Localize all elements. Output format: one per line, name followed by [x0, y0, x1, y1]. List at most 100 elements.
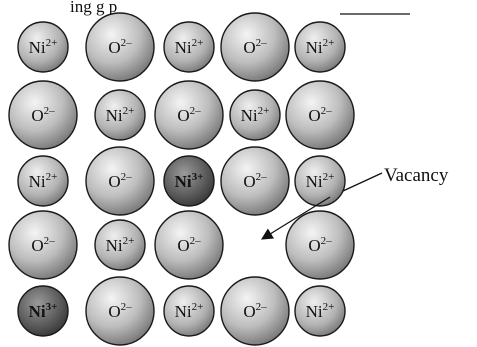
oxide-ion-r3c0: O2–: [8, 210, 78, 280]
ion-symbol: Ni: [29, 172, 46, 191]
ion-charge: 2–: [44, 105, 56, 117]
ion-sphere: [163, 285, 215, 337]
nickel-ion-r4c2: Ni2+: [163, 285, 215, 337]
nickel-ion-r1c1: Ni2+: [94, 89, 146, 141]
ion-charge: 2+: [46, 171, 58, 183]
oxide-ion-r0c1: O2–: [85, 12, 155, 82]
ion-label: Ni2+: [241, 105, 270, 125]
ion-sphere: [294, 21, 346, 73]
ion-sphere: [154, 210, 224, 280]
ion-sphere: [285, 80, 355, 150]
ion-symbol: O: [308, 236, 320, 255]
vacancy-label: Vacancy: [384, 165, 449, 186]
ion-label: O2–: [243, 37, 267, 57]
ion-sphere: [85, 146, 155, 216]
ion-sphere: [17, 285, 69, 337]
oxide-ion-r0c3: O2–: [220, 12, 290, 82]
ion-sphere: [17, 21, 69, 73]
ion-symbol: O: [108, 302, 120, 321]
ion-symbol: O: [243, 38, 255, 57]
ion-symbol: O: [177, 106, 189, 125]
oxide-ion-r1c2: O2–: [154, 80, 224, 150]
ion-symbol: O: [108, 172, 120, 191]
ion-label: O2–: [177, 105, 201, 125]
ion-charge: 2+: [123, 235, 135, 247]
ion-symbol: O: [31, 106, 43, 125]
ion-sphere: [154, 80, 224, 150]
vacancy-leader-line: [342, 172, 383, 192]
ion-charge: 2+: [192, 301, 204, 313]
ion-charge: 2+: [123, 105, 135, 117]
ion-label: Ni2+: [106, 105, 135, 125]
nickel-ion-r4c0: Ni3+: [17, 285, 69, 337]
ion-charge: 2–: [190, 235, 202, 247]
ion-symbol: Ni: [106, 236, 123, 255]
ion-symbol: Ni: [241, 106, 258, 125]
oxide-ion-r3c2: O2–: [154, 210, 224, 280]
ion-charge: 2–: [321, 105, 333, 117]
ion-label: O2–: [31, 235, 55, 255]
ion-sphere: [229, 89, 281, 141]
ion-symbol: Ni: [106, 106, 123, 125]
ion-label: O2–: [108, 37, 132, 57]
ion-symbol: Ni: [175, 38, 192, 57]
nickel-ion-r0c4: Ni2+: [294, 21, 346, 73]
nickel-ion-r2c2: Ni3+: [163, 155, 215, 207]
ion-symbol: O: [243, 302, 255, 321]
ion-label: O2–: [243, 301, 267, 321]
ion-charge: 2–: [321, 235, 333, 247]
nickel-ion-r0c0: Ni2+: [17, 21, 69, 73]
ion-symbol: Ni: [29, 302, 46, 321]
ion-lattice: Ni2+O2–Ni2+O2–Ni2+O2–Ni2+O2–Ni2+O2–Ni2+O…: [8, 12, 355, 346]
ion-sphere: [94, 219, 146, 271]
ion-charge: 2–: [256, 171, 268, 183]
ion-charge: 2–: [121, 37, 133, 49]
ion-sphere: [163, 21, 215, 73]
oxide-ion-r1c4: O2–: [285, 80, 355, 150]
ion-symbol: O: [308, 106, 320, 125]
nickel-ion-r4c4: Ni2+: [294, 285, 346, 337]
ion-symbol: O: [177, 236, 189, 255]
ion-sphere: [285, 210, 355, 280]
ion-sphere: [8, 80, 78, 150]
ion-label: Ni2+: [306, 301, 335, 321]
oxide-ion-r2c3: O2–: [220, 146, 290, 216]
header-fragment: ing g p: [70, 0, 117, 16]
ion-symbol: Ni: [306, 302, 323, 321]
ion-label: O2–: [308, 235, 332, 255]
ion-charge: 3+: [192, 171, 204, 183]
ion-sphere: [94, 89, 146, 141]
ion-charge: 2–: [256, 37, 268, 49]
ion-label: Ni2+: [175, 301, 204, 321]
ion-label: Ni2+: [106, 235, 135, 255]
oxide-ion-r2c1: O2–: [85, 146, 155, 216]
ion-charge: 2+: [323, 171, 335, 183]
nickel-ion-r2c0: Ni2+: [17, 155, 69, 207]
ion-label: O2–: [243, 171, 267, 191]
ion-sphere: [294, 285, 346, 337]
ion-sphere: [85, 276, 155, 346]
ion-label: Ni2+: [306, 37, 335, 57]
ion-symbol: Ni: [175, 172, 192, 191]
ion-sphere: [220, 276, 290, 346]
ion-sphere: [220, 12, 290, 82]
ion-charge: 2+: [46, 37, 58, 49]
ion-sphere: [163, 155, 215, 207]
ion-label: O2–: [177, 235, 201, 255]
ion-label: Ni2+: [29, 37, 58, 57]
nickel-ion-r1c3: Ni2+: [229, 89, 281, 141]
ion-charge: 2+: [323, 301, 335, 313]
nickel-ion-r3c1: Ni2+: [94, 219, 146, 271]
ion-label: Ni3+: [29, 301, 58, 321]
ion-charge: 2–: [256, 301, 268, 313]
ion-symbol: O: [108, 38, 120, 57]
ion-label: Ni2+: [175, 37, 204, 57]
ion-sphere: [294, 155, 346, 207]
ion-label: O2–: [108, 301, 132, 321]
ion-label: Ni2+: [306, 171, 335, 191]
ion-symbol: Ni: [306, 172, 323, 191]
ion-charge: 2+: [192, 37, 204, 49]
ion-label: O2–: [31, 105, 55, 125]
ion-sphere: [8, 210, 78, 280]
